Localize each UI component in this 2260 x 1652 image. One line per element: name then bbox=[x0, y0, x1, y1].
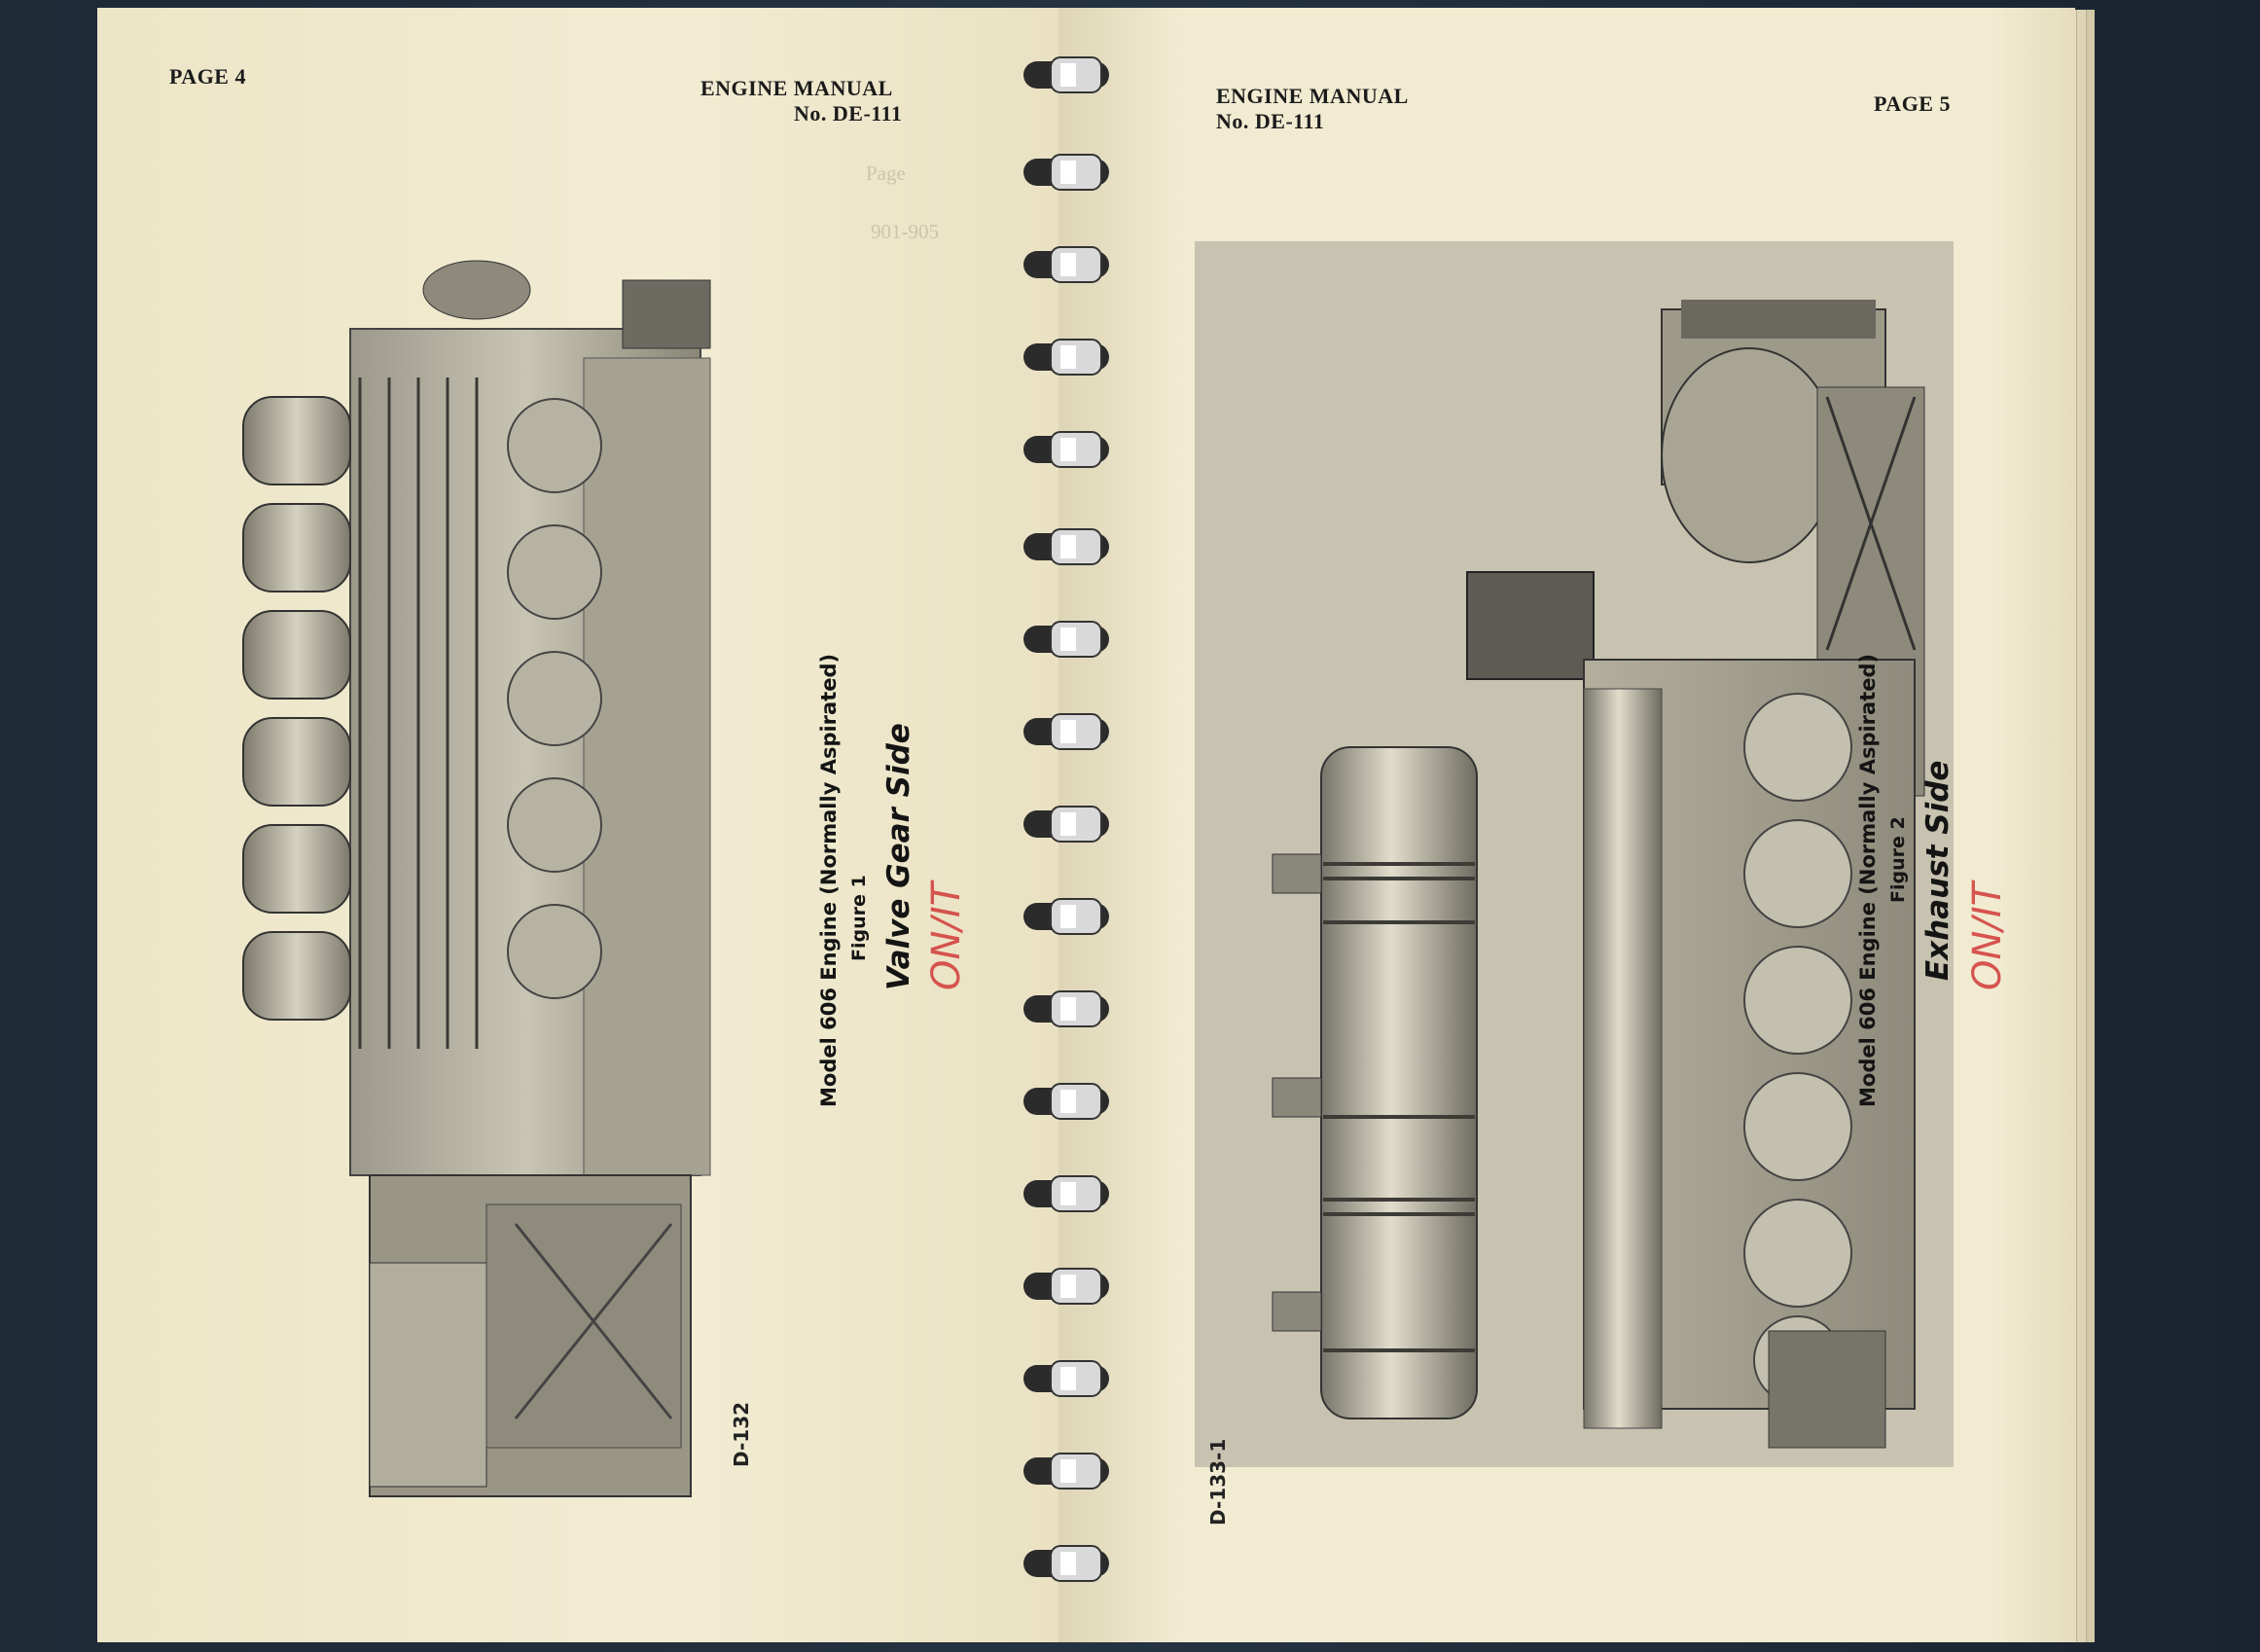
binding-ring bbox=[1023, 1268, 1109, 1305]
manual-number: No. DE-111 bbox=[1216, 109, 1325, 133]
binding-ring bbox=[1023, 990, 1109, 1027]
page-number: PAGE 5 bbox=[1874, 91, 1951, 116]
bleed-through-text: Page bbox=[866, 162, 906, 185]
binding-ring bbox=[1023, 621, 1109, 658]
right-page: ENGINE MANUAL No. DE-111 PAGE 5 bbox=[1058, 8, 2075, 1642]
spiral-binding bbox=[1014, 0, 1121, 1652]
binding-ring bbox=[1023, 713, 1109, 750]
handwritten-note: ON/IT bbox=[1965, 881, 2010, 990]
figure-caption-model: Model 606 Engine (Normally Aspirated) bbox=[1856, 653, 1880, 1107]
binding-ring bbox=[1023, 246, 1109, 283]
binding-ring bbox=[1023, 1083, 1109, 1120]
page-edge bbox=[2076, 10, 2087, 1642]
manual-title: ENGINE MANUAL bbox=[1216, 84, 1409, 108]
figure-caption-number: Figure 2 bbox=[1887, 816, 1909, 903]
binding-ring bbox=[1023, 1175, 1109, 1212]
photo-id: D-133-1 bbox=[1206, 1438, 1230, 1526]
photo-id: D-132 bbox=[730, 1401, 753, 1467]
engine-photo-exhaust-side bbox=[1195, 241, 1954, 1467]
binding-ring bbox=[1023, 898, 1109, 935]
figure-caption-model: Model 606 Engine (Normally Aspirated) bbox=[817, 653, 841, 1107]
handwritten-note: ON/IT bbox=[924, 881, 969, 990]
binding-ring bbox=[1023, 154, 1109, 191]
binding-ring bbox=[1023, 1545, 1109, 1582]
page-number: PAGE 4 bbox=[169, 64, 246, 89]
figure-caption-view: Exhaust Side bbox=[1920, 760, 1955, 981]
figure-caption-number: Figure 1 bbox=[848, 875, 870, 961]
figure-caption-view: Valve Gear Side bbox=[881, 723, 916, 990]
left-page: PAGE 4 ENGINE MANUAL No. DE-111 Page 901… bbox=[97, 8, 1060, 1642]
binding-ring bbox=[1023, 56, 1109, 93]
engine-photo-valve-gear-side bbox=[242, 260, 711, 1497]
bleed-through-text: 901-905 bbox=[871, 220, 939, 243]
binding-ring bbox=[1023, 528, 1109, 565]
binding-ring bbox=[1023, 431, 1109, 468]
binding-ring bbox=[1023, 339, 1109, 376]
manual-title: ENGINE MANUAL bbox=[700, 76, 893, 100]
binding-ring bbox=[1023, 1453, 1109, 1490]
manual-number: No. DE-111 bbox=[794, 101, 903, 126]
page-edge bbox=[2086, 10, 2095, 1642]
binding-ring bbox=[1023, 1360, 1109, 1397]
binding-ring bbox=[1023, 806, 1109, 843]
